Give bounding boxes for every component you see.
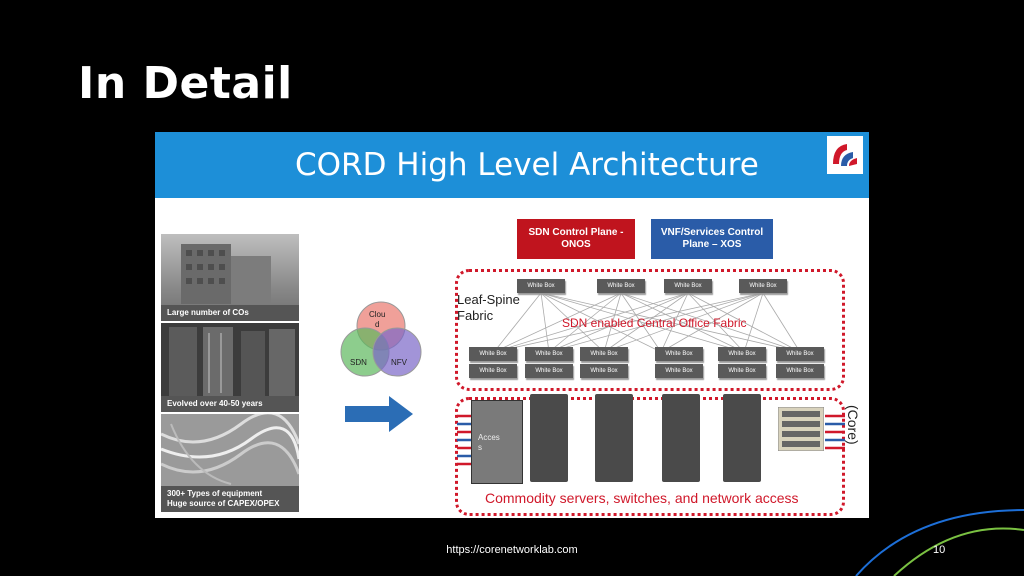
photo-label: Evolved over 40-50 years [161, 396, 299, 412]
white-box: White Box [776, 347, 824, 361]
white-box: White Box [655, 364, 703, 378]
core-lines [825, 412, 845, 452]
page-number: 10 [933, 544, 945, 556]
venn-cloud-label: Clou d [369, 310, 385, 330]
white-box: White Box [776, 364, 824, 378]
server-rack [723, 394, 761, 482]
white-box: White Box [718, 347, 766, 361]
white-box: White Box [517, 279, 565, 293]
sdn-control-plane-box: SDN Control Plane - ONOS [517, 219, 635, 259]
photo-label: 300+ Types of equipment Huge source of C… [161, 486, 299, 512]
sdn-fabric-label: SDN enabled Central Office Fabric [562, 316, 747, 330]
white-box: White Box [580, 347, 628, 361]
white-box: White Box [718, 364, 766, 378]
cables-photo: 300+ Types of equipment Huge source of C… [161, 414, 299, 512]
white-box: White Box [739, 279, 787, 293]
core-label: (Core) [845, 405, 861, 445]
vnf-control-plane-box: VNF/Services Control Plane – XOS [651, 219, 773, 259]
commodity-label: Commodity servers, switches, and network… [485, 490, 799, 506]
cord-architecture-figure: CORD High Level Architecture Large numbe… [155, 132, 869, 518]
server-rack [595, 394, 633, 482]
leaf-spine-label: Leaf-Spine Fabric [457, 292, 520, 324]
access-device: Acces s [471, 400, 523, 484]
figure-header: CORD High Level Architecture [155, 132, 869, 198]
white-box: White Box [664, 279, 712, 293]
slide-title: In Detail [78, 58, 293, 109]
server-rack [662, 394, 700, 482]
arrow-icon [345, 396, 413, 432]
white-box: White Box [469, 347, 517, 361]
photo-label-line: 300+ Types of equipment [167, 489, 293, 499]
footer-url: https://corenetworklab.com [0, 544, 1024, 556]
venn-nfv-label: NFV [391, 358, 407, 367]
venn-sdn-label: SDN [350, 358, 367, 367]
photo-label: Large number of COs [161, 305, 299, 321]
central-office-photo: Large number of COs [161, 234, 299, 321]
white-box: White Box [655, 347, 703, 361]
photo-label-line: Huge source of CAPEX/OPEX [167, 499, 293, 509]
equipment-photo: Evolved over 40-50 years [161, 323, 299, 412]
white-box: White Box [597, 279, 645, 293]
white-box: White Box [525, 347, 573, 361]
access-label: Acces s [478, 433, 500, 453]
white-box: White Box [469, 364, 517, 378]
decorative-swoosh [854, 500, 1024, 576]
white-box: White Box [580, 364, 628, 378]
white-box: White Box [525, 364, 573, 378]
server-rack [530, 394, 568, 482]
figure-title: CORD High Level Architecture [295, 147, 759, 183]
logo-icon [827, 136, 863, 174]
core-equipment-image [778, 407, 824, 451]
